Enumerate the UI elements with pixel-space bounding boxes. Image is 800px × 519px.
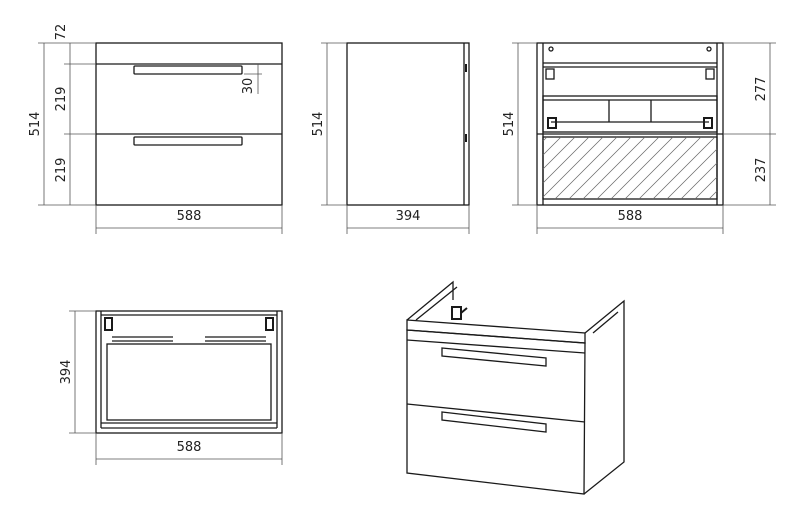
hatch-line bbox=[624, 136, 688, 200]
dim-text-back-lower: 237 bbox=[754, 158, 769, 183]
dim-text-front-width: 588 bbox=[177, 209, 202, 224]
iso-top-rail-line bbox=[406, 339, 586, 354]
dim-text-side-depth: 394 bbox=[396, 209, 421, 224]
dim-text-front-total: 514 bbox=[28, 112, 43, 137]
iso-drawer-divider bbox=[406, 403, 586, 423]
iso-right-side-panel bbox=[583, 299, 625, 495]
back-view: 277 237 514 588 bbox=[502, 42, 776, 234]
back-drawer-opening bbox=[542, 95, 718, 133]
back-left-mount-hole bbox=[548, 46, 554, 52]
dim-text-back-width: 588 bbox=[618, 209, 643, 224]
hatch-line bbox=[542, 136, 590, 184]
dim-text-top-width: 588 bbox=[177, 440, 202, 455]
dim-text-side-height: 514 bbox=[311, 112, 326, 137]
iso-upper-drawer-handle bbox=[441, 347, 547, 367]
top-view: 394 588 bbox=[59, 310, 283, 465]
hatch-line bbox=[680, 162, 718, 200]
back-left-hanger-bracket bbox=[545, 68, 555, 80]
back-right-runner bbox=[703, 117, 713, 129]
back-view-outline bbox=[536, 42, 724, 206]
back-right-hanger-bracket bbox=[705, 68, 715, 80]
dim-text-front-top-band: 72 bbox=[54, 24, 69, 41]
front-view: 514 72 219 219 30 588 bbox=[28, 24, 283, 234]
hatch-line bbox=[542, 136, 576, 170]
top-drawer-box bbox=[106, 343, 272, 421]
hatch-line bbox=[708, 190, 718, 200]
dim-text-top-depth: 394 bbox=[59, 360, 74, 385]
hatch-line bbox=[652, 136, 716, 200]
hatch-line bbox=[554, 136, 618, 200]
back-hatch-pattern bbox=[542, 136, 718, 200]
dim-text-handle-offset: 30 bbox=[241, 78, 256, 95]
back-left-runner bbox=[547, 117, 557, 129]
top-right-bracket bbox=[265, 317, 274, 331]
hatch-line bbox=[568, 136, 632, 200]
dim-text-back-upper: 277 bbox=[754, 77, 769, 102]
hatch-line bbox=[542, 136, 604, 198]
side-view-outline bbox=[346, 42, 470, 206]
iso-back-left-inner-edge bbox=[415, 286, 458, 321]
iso-front-face bbox=[406, 329, 586, 495]
iso-back-left-edge bbox=[406, 280, 454, 321]
back-hatched-section bbox=[542, 136, 718, 200]
hatch-line bbox=[542, 136, 562, 156]
dim-text-back-height: 514 bbox=[502, 112, 517, 137]
iso-hanger-bracket bbox=[451, 306, 462, 320]
dim-text-front-drawer-lower: 219 bbox=[54, 158, 69, 183]
side-view: 514 394 bbox=[311, 42, 470, 234]
front-lower-drawer-handle bbox=[133, 136, 243, 146]
front-upper-drawer-handle bbox=[133, 65, 243, 75]
hatch-line bbox=[638, 136, 702, 200]
iso-hanger-bracket-tab bbox=[460, 307, 468, 314]
front-view-outline bbox=[95, 42, 283, 206]
iso-right-side-inner-edge bbox=[592, 311, 619, 334]
hatch-line bbox=[582, 136, 646, 200]
hatch-line bbox=[694, 176, 718, 200]
top-view-outline bbox=[95, 310, 283, 434]
dim-text-front-drawer-upper: 219 bbox=[54, 87, 69, 112]
hatch-line bbox=[542, 136, 548, 142]
isometric-view bbox=[406, 280, 625, 495]
back-right-mount-hole bbox=[706, 46, 712, 52]
hatch-line bbox=[596, 136, 660, 200]
hatch-line bbox=[610, 136, 674, 200]
top-left-bracket bbox=[104, 317, 113, 331]
iso-lower-drawer-handle bbox=[441, 411, 547, 433]
hatch-line bbox=[666, 148, 718, 200]
